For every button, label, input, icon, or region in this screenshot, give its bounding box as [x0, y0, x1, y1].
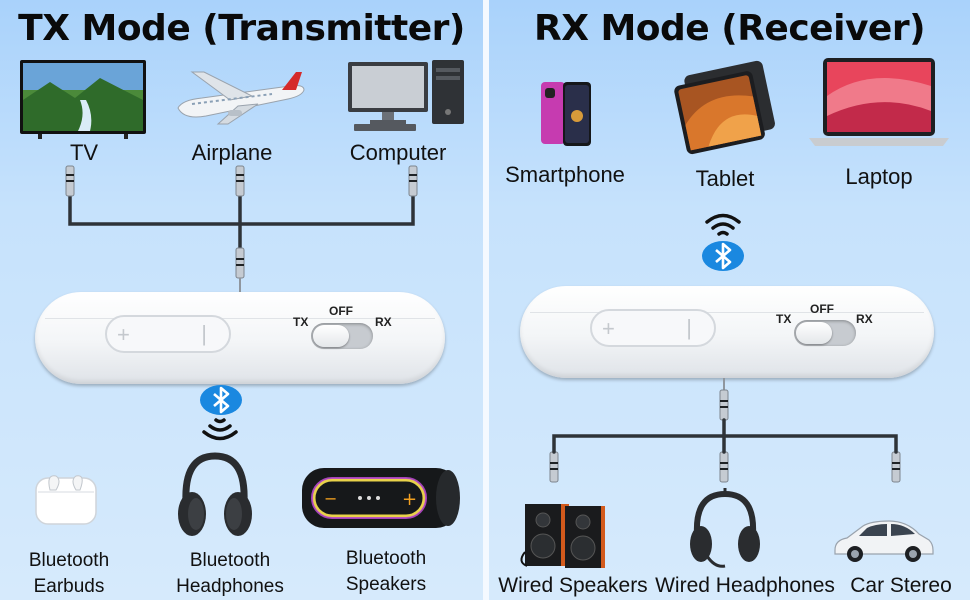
mode-switch-rx[interactable]: [794, 320, 856, 346]
wired-headphones-label: Wired Headphones: [655, 574, 835, 597]
computer-icon: [348, 60, 464, 131]
car-icon: [834, 520, 934, 562]
mode-switch-knob[interactable]: [313, 325, 349, 347]
headphones-label-line2: Headphones: [176, 576, 284, 597]
bluetooth-icon: [200, 385, 242, 415]
mode-switch[interactable]: [311, 323, 373, 349]
wired-speakers-icon: [520, 504, 605, 568]
headphones-icon: [178, 452, 252, 536]
tx-bluetooth-adapter: + | TX OFF RX: [35, 292, 445, 384]
tablet-icon: [674, 60, 775, 155]
smartphone-icon: [541, 82, 591, 146]
headphones-label-line1: Bluetooth: [189, 550, 271, 571]
device-seam-rx: [530, 312, 924, 313]
tv-label: TV: [69, 140, 99, 165]
rx-splitter-cable: [549, 378, 901, 483]
switch-rx-label: RX: [375, 315, 392, 329]
volume-down-icon-rx[interactable]: |: [686, 315, 692, 340]
switch-tx-label: TX: [293, 315, 309, 329]
volume-up-icon[interactable]: +: [117, 322, 130, 347]
signal-waves-icon: [202, 418, 238, 441]
bluetooth-icon-rx: [702, 241, 744, 271]
speakers-label: Bluetooth Speakers: [320, 546, 452, 598]
rx-mode-panel: RX Mode (Receiver) Smartphone Tablet Lap…: [489, 0, 970, 600]
car-stereo-label: Car Stereo: [850, 574, 952, 597]
computer-label: Computer: [349, 140, 447, 165]
wired-headphones-icon: [690, 488, 760, 568]
tx-splitter-cable: [65, 165, 418, 292]
device-seam: [45, 318, 435, 319]
earbuds-label-line2: Earbuds: [33, 576, 105, 597]
tx-mode-title: TX Mode (Transmitter): [18, 8, 465, 49]
laptop-icon: [809, 58, 949, 146]
volume-up-icon-rx[interactable]: +: [602, 316, 615, 341]
rx-bluetooth-adapter: + | TX OFF RX: [520, 286, 934, 378]
volume-down-icon[interactable]: |: [201, 321, 207, 346]
speakers-label-line2: Speakers: [345, 574, 427, 595]
wired-speakers-label: Wired Speakers: [498, 574, 648, 597]
laptop-label: Laptop: [845, 164, 913, 189]
smartphone-label: Smartphone: [505, 162, 625, 187]
airplane-icon: [177, 71, 305, 125]
earbuds-icon: [35, 475, 97, 525]
switch-off-label-rx: OFF: [810, 302, 834, 316]
tv-icon: [20, 60, 146, 139]
panel-divider: [483, 0, 489, 600]
svg-text:+: +: [402, 489, 417, 510]
rx-mode-title: RX Mode (Receiver): [533, 8, 926, 49]
headphones-label: Bluetooth Headphones: [160, 548, 300, 600]
switch-rx-label-rx: RX: [856, 312, 873, 326]
switch-tx-label-rx: TX: [776, 312, 792, 326]
earbuds-label-line1: Bluetooth: [28, 550, 110, 571]
svg-text:−: −: [324, 489, 337, 508]
volume-rocker[interactable]: + |: [105, 315, 231, 353]
signal-waves-icon-rx: [705, 213, 741, 236]
volume-rocker-rx[interactable]: + |: [590, 309, 716, 347]
airplane-label: Airplane: [191, 140, 273, 165]
tablet-label: Tablet: [695, 166, 755, 191]
speaker-icon: − +: [302, 468, 460, 528]
mode-switch-knob-rx[interactable]: [796, 322, 832, 344]
switch-off-label: OFF: [329, 304, 353, 318]
speakers-label-line1: Bluetooth: [345, 548, 427, 569]
tx-mode-panel: TX Mode (Transmitter) TV Airplane Comput…: [0, 0, 483, 600]
earbuds-label: Bluetooth Earbuds: [10, 548, 128, 600]
